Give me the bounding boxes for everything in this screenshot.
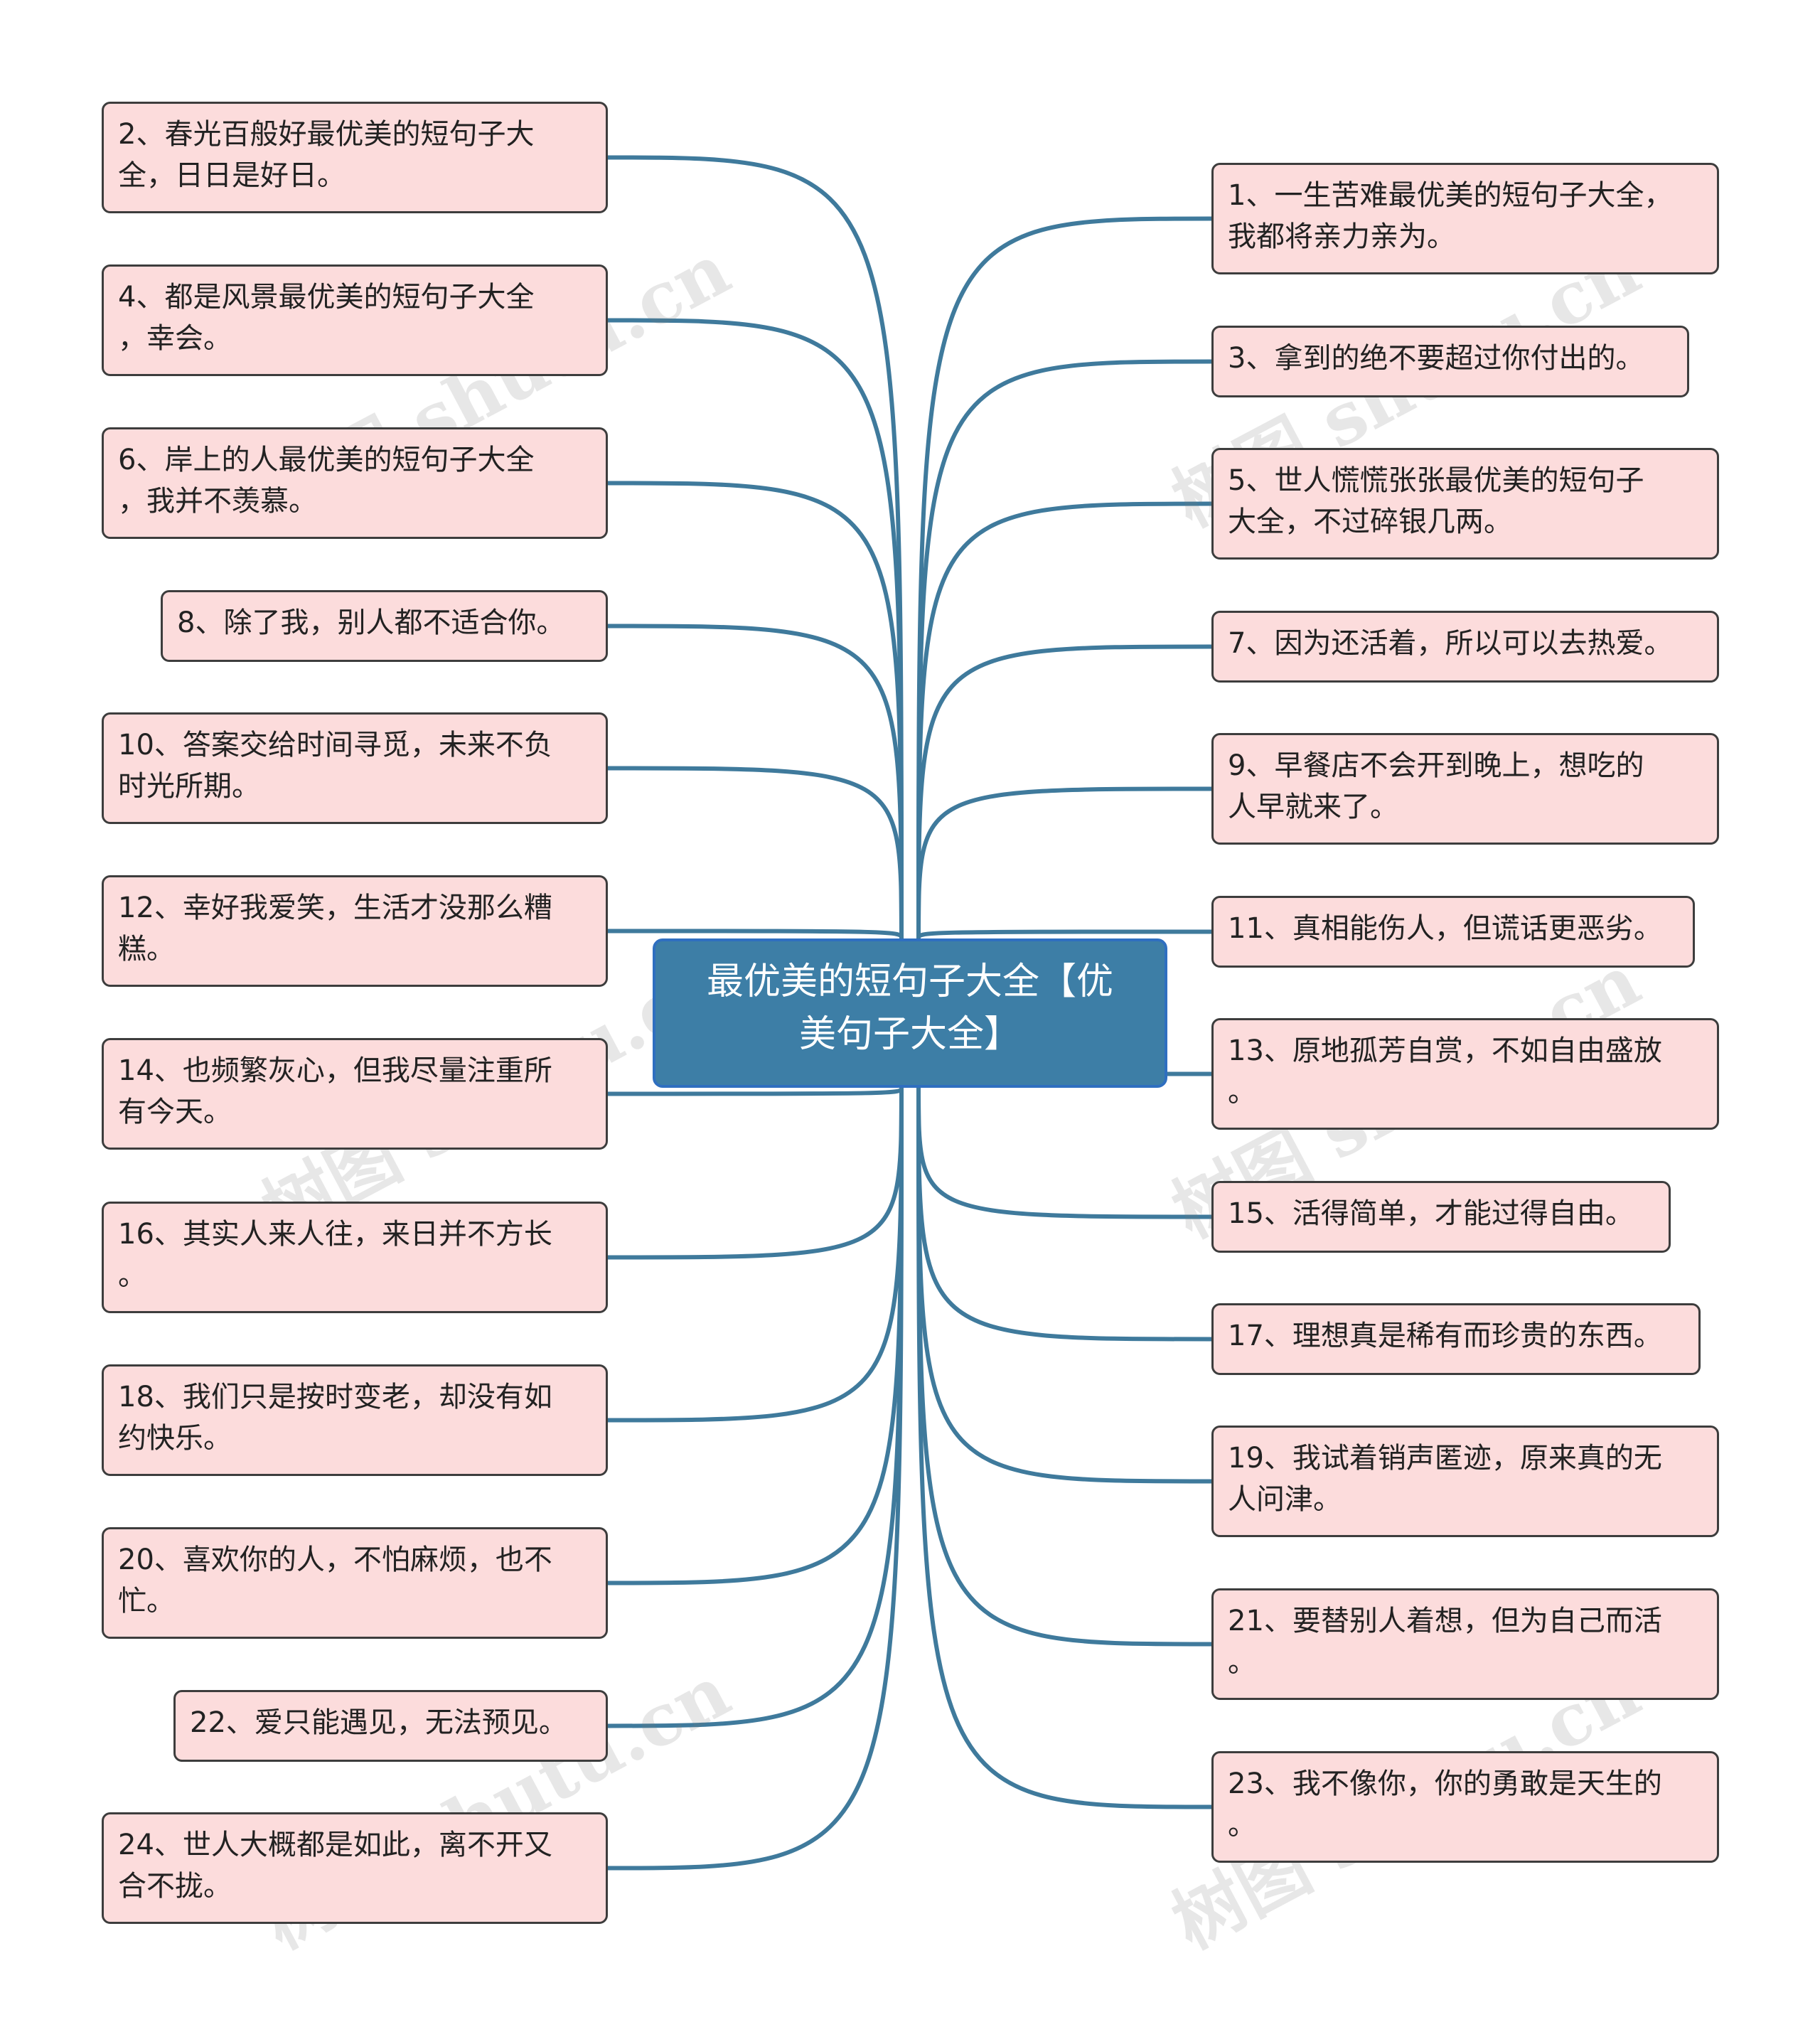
node-text-line: 16、其实人来人往，来日并不方长 (118, 1218, 552, 1251)
left-node-8[interactable]: 16、其实人来人往，来日并不方长 。 (102, 1202, 608, 1313)
node-text-line: 我都将亲力亲为。 (1228, 220, 1455, 253)
node-text-line: 7、因为还活着，所以可以去热爱。 (1228, 627, 1673, 660)
node-text-line: 13、原地孤芳自赏，不如自由盛放 (1228, 1034, 1662, 1067)
connector-right-10 (916, 1086, 1214, 1484)
right-node-3[interactable]: 5、世人慌慌张张最优美的短句子 大全，不过碎银几两。 (1211, 448, 1719, 560)
connector-right-12 (916, 1086, 1214, 1809)
node-text-line: 。 (1228, 1076, 1256, 1108)
node-text-line: 24、世人大概都是如此，离不开又 (118, 1829, 552, 1861)
right-node-6[interactable]: 11、真相能伤人，但谎话更恶劣。 (1211, 896, 1695, 968)
node-text-line: 11、真相能伤人，但谎话更恶劣。 (1228, 912, 1662, 945)
node-text-line: 忙。 (118, 1585, 175, 1617)
left-node-7[interactable]: 14、也频繁灰心，但我尽量注重所 有今天。 (102, 1038, 608, 1150)
left-node-11[interactable]: 22、爱只能遇见，无法预见。 (173, 1690, 608, 1762)
connector-left-12 (606, 1086, 904, 1871)
left-node-5[interactable]: 10、答案交给时间寻觅，未来不负 时光所期。 (102, 712, 608, 824)
node-text-line: ，我并不羡慕。 (118, 485, 317, 518)
central-topic-line-1: 最优美的短句子大全【优 (706, 961, 1113, 1003)
right-node-4[interactable]: 7、因为还活着，所以可以去热爱。 (1211, 611, 1719, 683)
node-text-line: 人问津。 (1228, 1483, 1342, 1516)
node-text-line: 22、爱只能遇见，无法预见。 (190, 1706, 567, 1739)
right-node-1[interactable]: 1、一生苦难最优美的短句子大全， 我都将亲力亲为。 (1211, 163, 1719, 274)
node-text-line: 。 (1228, 1809, 1256, 1841)
right-node-12[interactable]: 23、我不像你，你的勇敢是天生的 。 (1211, 1751, 1719, 1863)
left-node-10[interactable]: 20、喜欢你的人，不怕麻烦，也不 忙。 (102, 1527, 608, 1639)
node-text-line: 4、都是风景最优美的短句子大全 (118, 281, 535, 314)
node-text-line: 糕。 (118, 933, 175, 966)
connector-left-7 (606, 1086, 904, 1096)
node-text-line: 12、幸好我爱笑，生活才没那么糟 (118, 892, 552, 924)
right-node-5[interactable]: 9、早餐店不会开到晚上，想吃的 人早就来了。 (1211, 733, 1719, 845)
right-node-7[interactable]: 13、原地孤芳自赏，不如自由盛放 。 (1211, 1018, 1719, 1130)
node-text-line: 21、要替别人着想，但为自己而活 (1228, 1605, 1662, 1637)
node-text-line: 9、早餐店不会开到晚上，想吃的 (1228, 749, 1644, 782)
left-node-3[interactable]: 6、岸上的人最优美的短句子大全 ，我并不羡慕。 (102, 427, 608, 539)
connector-right-9 (916, 1086, 1214, 1342)
connector-right-4 (916, 644, 1214, 941)
node-text-line: 17、理想真是稀有而珍贵的东西。 (1228, 1320, 1662, 1352)
node-text-line: 10、答案交给时间寻觅，未来不负 (118, 729, 552, 761)
node-text-line: ，幸会。 (118, 322, 232, 355)
central-topic[interactable]: 最优美的短句子大全【优 美句子大全】 (653, 938, 1167, 1088)
node-text-line: 全，日日是好日。 (118, 159, 346, 192)
node-text-line: 有今天。 (118, 1096, 232, 1128)
node-text-line: 6、岸上的人最优美的短句子大全 (118, 444, 535, 476)
right-node-11[interactable]: 21、要替别人着想，但为自己而活 。 (1211, 1588, 1719, 1700)
node-text-line: 18、我们只是按时变老，却没有如 (118, 1381, 552, 1413)
connector-left-4 (606, 624, 904, 941)
node-text-line: 3、拿到的绝不要超过你付出的。 (1228, 342, 1644, 375)
connector-left-6 (606, 929, 904, 941)
node-text-line: 14、也频繁灰心，但我尽量注重所 (118, 1054, 552, 1087)
connector-right-6 (916, 929, 1214, 941)
connector-left-8 (606, 1086, 904, 1260)
right-node-9[interactable]: 17、理想真是稀有而珍贵的东西。 (1211, 1303, 1701, 1375)
node-text-line: 19、我试着销声匿迹，原来真的无 (1228, 1442, 1662, 1475)
left-node-4[interactable]: 8、除了我，别人都不适合你。 (161, 590, 608, 662)
connector-right-5 (916, 786, 1214, 941)
node-text-line: 。 (118, 1259, 146, 1292)
node-text-line: 8、除了我，别人都不适合你。 (177, 606, 565, 639)
node-text-line: 20、喜欢你的人，不怕麻烦，也不 (118, 1544, 552, 1576)
left-node-12[interactable]: 24、世人大概都是如此，离不开又 合不拢。 (102, 1812, 608, 1924)
node-text-line: 5、世人慌慌张张最优美的短句子 (1228, 464, 1644, 497)
right-node-8[interactable]: 15、活得简单，才能过得自由。 (1211, 1181, 1671, 1253)
connector-left-10 (606, 1086, 904, 1585)
left-node-6[interactable]: 12、幸好我爱笑，生活才没那么糟 糕。 (102, 875, 608, 987)
right-node-10[interactable]: 19、我试着销声匿迹，原来真的无 人问津。 (1211, 1426, 1719, 1537)
connector-right-3 (916, 501, 1214, 941)
right-node-2[interactable]: 3、拿到的绝不要超过你付出的。 (1211, 326, 1689, 397)
node-text-line: 23、我不像你，你的勇敢是天生的 (1228, 1767, 1662, 1800)
node-text-line: 15、活得简单，才能过得自由。 (1228, 1197, 1634, 1230)
connector-left-3 (606, 481, 904, 941)
left-node-1[interactable]: 2、春光百般好最优美的短句子大 全，日日是好日。 (102, 102, 608, 213)
left-node-9[interactable]: 18、我们只是按时变老，却没有如 约快乐。 (102, 1364, 608, 1476)
node-text-line: 人早就来了。 (1228, 791, 1398, 823)
connector-left-11 (606, 1086, 904, 1728)
node-text-line: 。 (1228, 1646, 1256, 1679)
node-text-line: 2、春光百般好最优美的短句子大 (118, 118, 535, 151)
node-text-line: 约快乐。 (118, 1422, 232, 1455)
central-topic-line-2: 美句子大全】 (798, 1013, 1021, 1056)
connector-left-5 (606, 766, 904, 941)
node-text-line: 时光所期。 (118, 770, 260, 803)
left-node-2[interactable]: 4、都是风景最优美的短句子大全 ，幸会。 (102, 264, 608, 376)
node-text-line: 大全，不过碎银几两。 (1228, 506, 1512, 538)
node-text-line: 1、一生苦难最优美的短句子大全， (1228, 179, 1673, 212)
connector-right-8 (916, 1086, 1214, 1219)
connector-right-1 (916, 216, 1214, 941)
node-text-line: 合不拢。 (118, 1870, 232, 1903)
